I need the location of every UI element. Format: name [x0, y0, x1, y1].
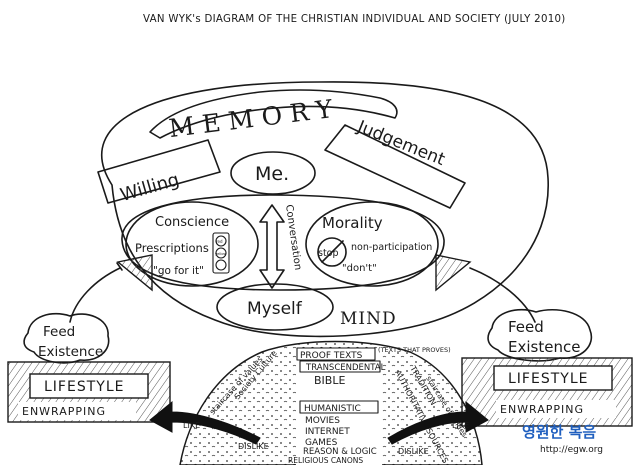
dont-label: "don't" — [342, 263, 377, 274]
texts-that-proves-label: (TEXTS THAT PROVES) — [378, 346, 451, 354]
morality-circle — [305, 201, 439, 287]
left-feed-label: Feed — [43, 324, 75, 340]
memory-banner — [149, 89, 398, 139]
diagram-title: VAN WYK's DIAGRAM OF THE CHRISTIAN INDIV… — [143, 14, 566, 25]
center-sources-panel: PROOF TEXTS (TEXTS THAT PROVES) TRANSCEN… — [288, 346, 451, 465]
watermark-title: 영원한 복음 — [522, 423, 596, 441]
religious-canons-label: RELIGIOUS CANONS — [288, 456, 363, 465]
right-enwrapping-label: ENWRAPPING — [500, 403, 584, 416]
myself-label: Myself — [247, 299, 303, 319]
svg-text:yellow: yellow — [215, 252, 227, 256]
left-inlet-wedge — [116, 254, 153, 292]
non-participation-label: non-participation — [351, 242, 432, 253]
right-like-dislike-arrow — [387, 400, 489, 445]
movies-label: MOVIES — [305, 416, 340, 426]
me-oval — [230, 151, 316, 195]
humanistic-label: HUMANISTIC — [304, 404, 361, 414]
left-like-label: LIKE — [183, 421, 200, 430]
right-inlet-wedge — [435, 254, 472, 292]
judgement-box — [324, 124, 466, 209]
games-label: GAMES — [305, 438, 338, 448]
head-outline — [100, 81, 549, 338]
willing-label: Willing — [118, 169, 182, 206]
prescriptions-label: Prescriptions — [135, 241, 209, 255]
stop-sign-icon: stop — [317, 237, 347, 267]
right-lifestyle-label: LIFESTYLE — [508, 371, 588, 387]
reason-logic-label: REASON & LOGIC — [303, 447, 377, 457]
left-existence-label: Existence — [38, 344, 103, 360]
conversation-arrow: Conversation — [259, 204, 303, 289]
willing-box — [97, 139, 221, 204]
mind-label: MIND — [340, 309, 397, 329]
right-feed-label: Feed — [508, 318, 544, 336]
watermark-url: http://egw.org — [540, 445, 603, 455]
conversation-label: Conversation — [283, 204, 303, 271]
traffic-light-icon: red yellow — [212, 232, 230, 274]
left-lifestyle-label: LIFESTYLE — [44, 379, 124, 395]
internet-label: INTERNET — [305, 427, 350, 437]
go-for-it-label: "go for it" — [153, 265, 204, 277]
right-feed-curve — [469, 267, 536, 323]
memory-label: MEMORY — [167, 93, 342, 143]
right-feed-cloud — [487, 308, 593, 362]
left-like-dislike-arrow — [149, 400, 261, 445]
right-like-label: LIKE — [452, 421, 469, 430]
inner-oval — [121, 194, 445, 291]
conscience-circle — [125, 201, 259, 287]
right-existence-label: Existence — [508, 338, 580, 356]
left-feed-cloud — [23, 312, 110, 364]
conscience-label: Conscience — [155, 215, 229, 230]
transcendental-label: TRANSCENDENTAL — [305, 363, 386, 373]
right-dislike-label: DISLIKE — [398, 447, 429, 456]
watermark: 영원한 복음 http://egw.org — [522, 423, 603, 455]
bible-label: BIBLE — [314, 374, 345, 387]
left-dislike-label: DISLIKE — [238, 442, 269, 451]
proof-texts-label: PROOF TEXTS — [300, 351, 363, 361]
svg-text:red: red — [216, 239, 223, 244]
judgement-label: Judgement — [354, 117, 448, 171]
me-label: Me. — [255, 163, 289, 185]
morality-label: Morality — [322, 214, 383, 232]
left-enwrapping-label: ENWRAPPING — [22, 405, 106, 418]
myself-oval — [216, 283, 334, 331]
svg-text:stop: stop — [318, 248, 339, 259]
